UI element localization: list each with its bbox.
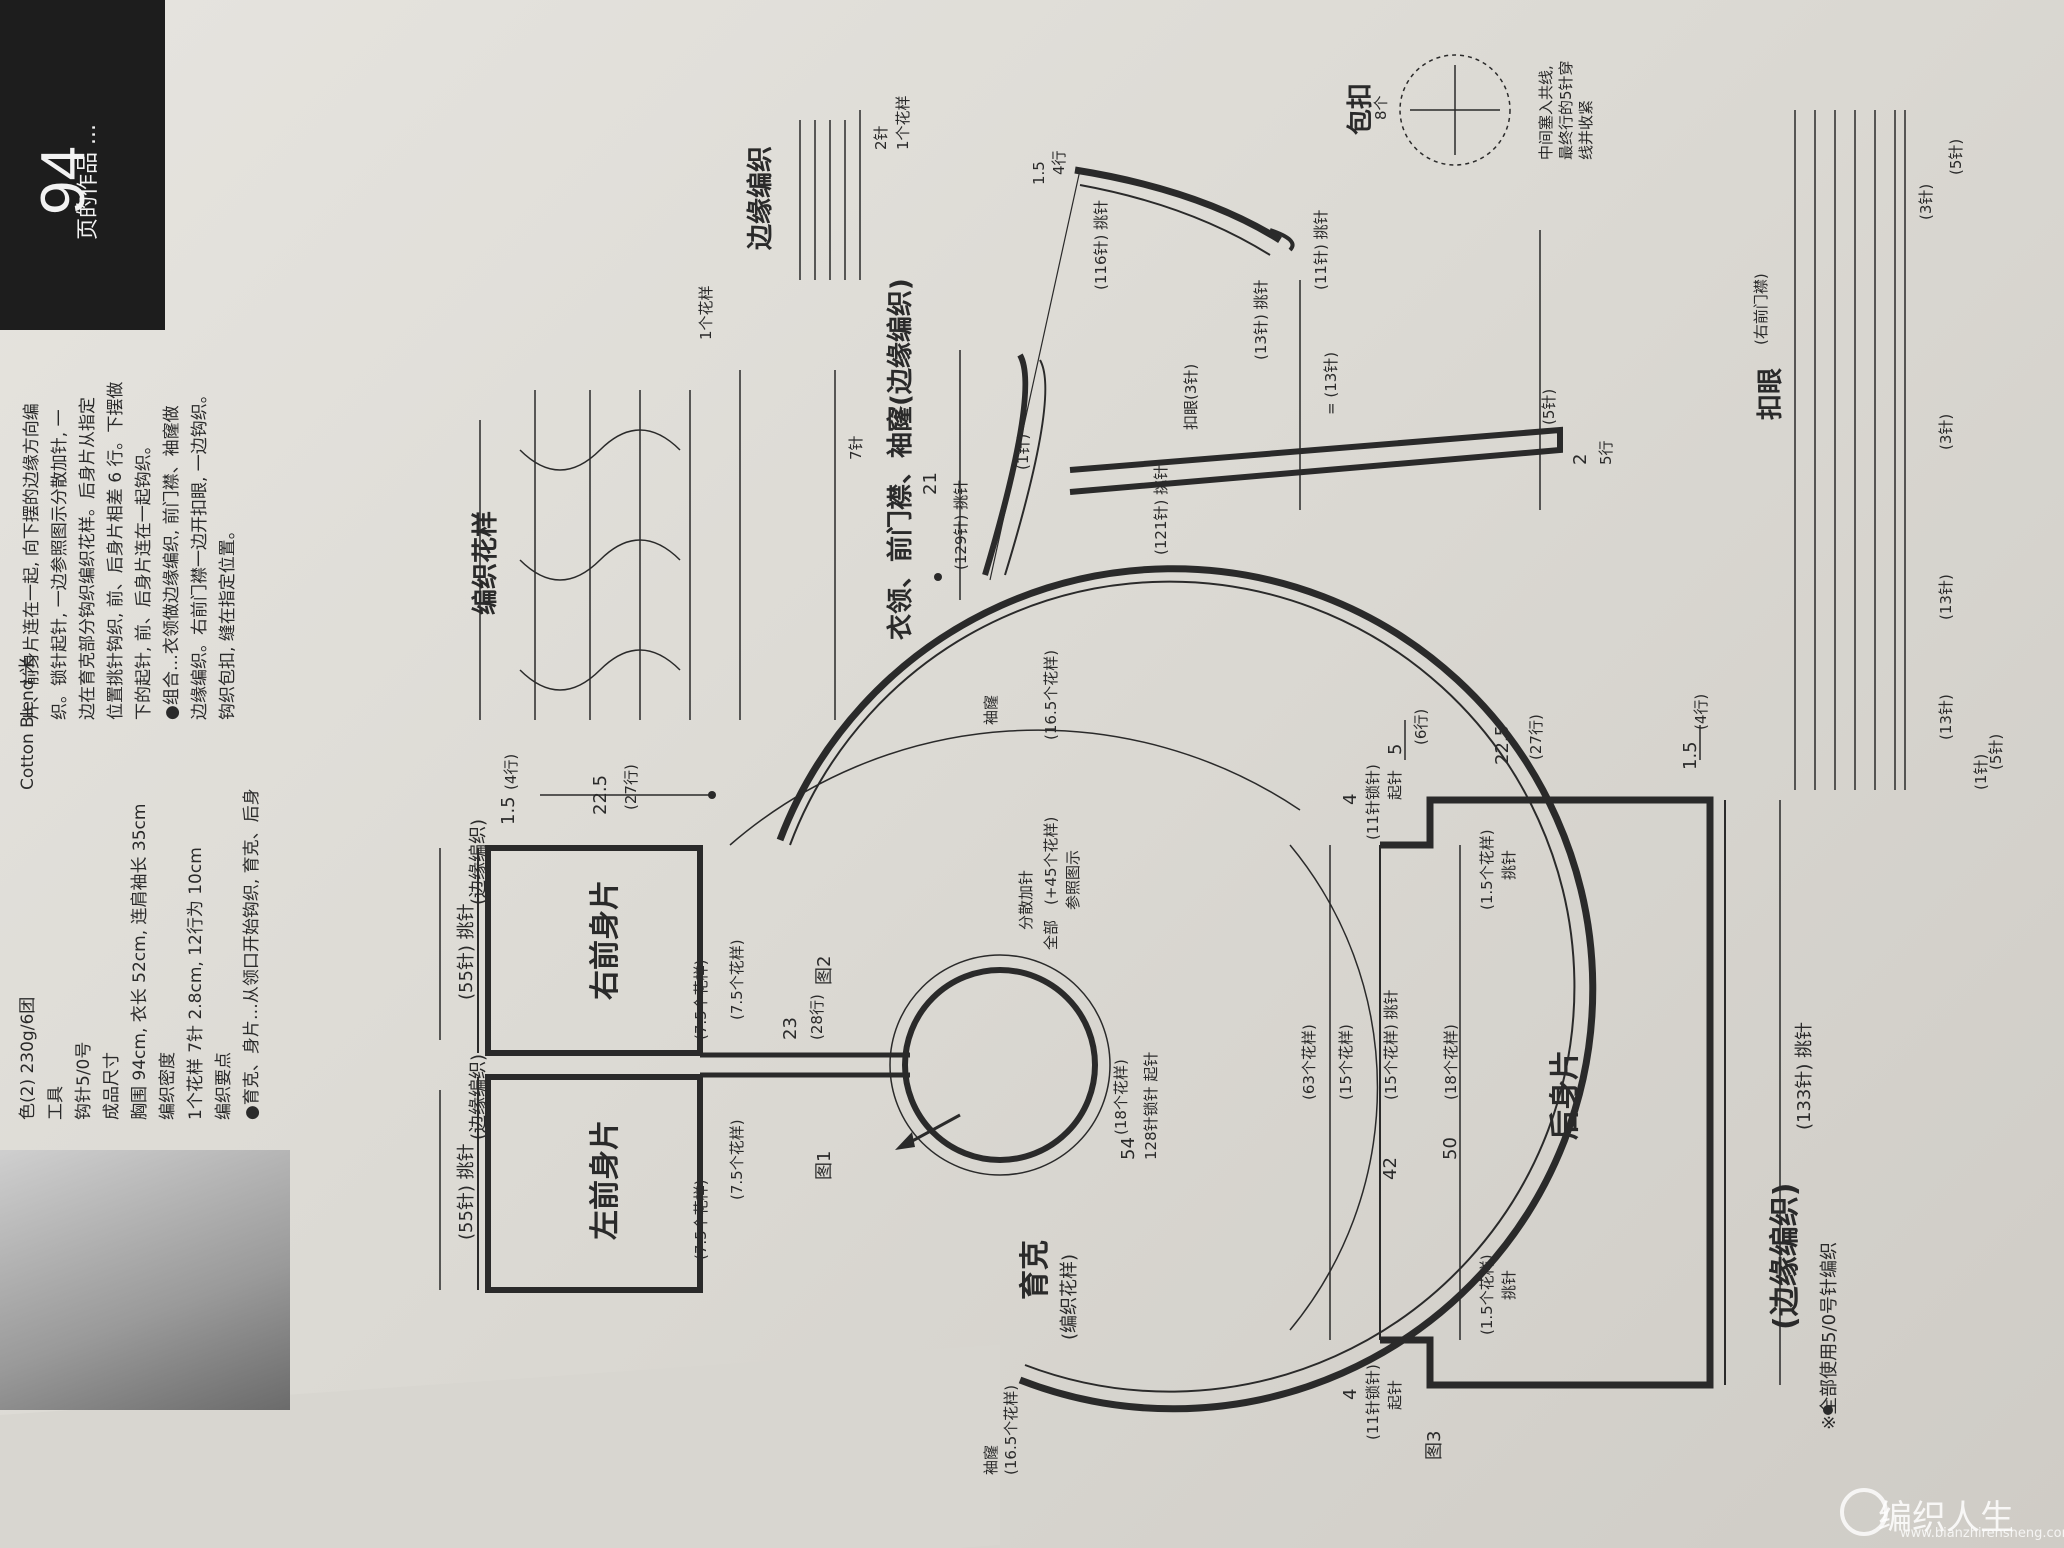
collar-dim-1-5: 1.5 [1030,161,1048,185]
buttonhole-3-upper: (3针) [1917,183,1935,220]
cast-11-top: (11针锁针) [1364,764,1382,840]
collar-pickup-11: (11针) 挑针 [1312,209,1330,290]
right-front-pickup: (55针) 挑针 [456,903,477,1000]
back-top-pickup: 挑针 [1500,849,1518,880]
stitch-chart-pattern: 1个花样 [697,285,715,340]
armhole-bottom-patterns: (16.5个花样) [1002,1384,1020,1475]
buttonhole-3-top: (3针) [1937,413,1955,450]
cast-11-bottom: (11针锁针) [1364,1364,1382,1440]
rows-4-front: (4行) [502,753,520,790]
buttonhole-5-upper: (5针) [1947,138,1965,175]
left-front-title: 左前身片 [588,1120,623,1240]
yoke-title: 育克 [1018,1240,1053,1300]
fig1-label: 图1 [814,1150,835,1180]
stitch-chart-seven: 7针 [847,435,865,460]
rows-4-back: (4行) [1692,693,1710,730]
dim-22-5-front: 22.5 [590,774,611,815]
armhole-top-patterns: (16.5个花样) [1042,649,1060,740]
cast-on-bottom: 起针 [1386,1379,1404,1410]
watermark-url: www.bianzhirensheng.com [1900,1526,2064,1541]
dim-42: 42 [1380,1157,1401,1180]
dim-50: 50 [1440,1137,1461,1160]
pattern-18: (18个花样) [1442,1024,1460,1100]
rows-28: (28行) [808,994,826,1040]
bottom-border-label: (边缘编织) [1768,1182,1803,1330]
collar-pickup-13: (13针) 挑针 [1252,279,1270,360]
right-front-title: 右前身片 [588,880,623,1000]
collar-five: (5针) [1540,388,1558,425]
increase-text: 分散加针 [1017,869,1035,930]
dim-5: 5 [1385,743,1406,755]
armhole-bottom: 袖窿 [982,1444,1000,1475]
pattern-15: (15个花样) [1337,1024,1355,1100]
cast-4-top: 4 [1340,793,1361,805]
yoke-subtitle: (编织花样) [1059,1253,1080,1340]
collar-rows-4: 4行 [1050,150,1068,175]
dim-1-5-back: 1.5 [1680,741,1701,770]
collar-pickup-129: (129针) 挑针 [952,479,970,570]
watermark-logo [1840,1488,1888,1536]
page-header-band [0,0,165,330]
left-front-pattern: (7.5个花样) [692,1179,710,1260]
bottom-border-pickup: (133针) 挑针 [1794,1021,1815,1130]
button-note-1: 中间塞入共线, [1537,65,1555,160]
dim-23: 23 [780,1017,801,1040]
right-front-border: (边缘编织) [468,818,489,905]
collar-rows-5: 5行 [1597,440,1615,465]
edge-chart-title: 边缘编织 [746,145,776,250]
back-top-pickup-pattern: (1.5个花样) [1478,829,1496,910]
collar-dim-21: 21 [920,472,941,495]
pattern-15-pickup: (15个花样) 挑针 [1382,989,1400,1100]
collar-dim-2: 2 [1570,453,1591,465]
buttonhole-title: 扣眼 [1756,367,1786,420]
buttonhole-subtitle: (右前门襟) [1752,273,1770,345]
left-front-pickup: (55针) 挑针 [456,1143,477,1240]
watermark-brand: 编织人生 [1878,1498,2014,1538]
increase-reference: 参照图示 [1064,849,1082,910]
dim-22-5: 22.5 [1492,724,1513,765]
right-front-pattern: (7.5个花样) [692,959,710,1040]
neck-chain: 128针锁针 起针 [1142,1051,1160,1160]
button-note-2: 最终行的5针穿 [1557,60,1575,160]
fig3-label: 图3 [1424,1430,1445,1460]
neck-54: 54 [1118,1137,1139,1160]
buttonhole-13-bottom: (13针) [1937,694,1955,740]
neck-stitches: (18个花样) [1112,1059,1130,1135]
buttonhole-13-top: (13针) [1937,574,1955,620]
collar-title: 衣领、前门襟、袖窿(边缘编织) [886,278,916,640]
edge-chart-pattern: 1个花样 [894,95,912,150]
collar-13: = (13针) [1322,351,1340,415]
collar-buttonhole: 扣眼(3针) [1182,363,1200,430]
rows-27: (27行) [1527,714,1545,760]
button-count: 8个 [1372,95,1390,120]
armhole-top: 袖窿 [982,694,1000,725]
garment-photo [0,1150,290,1410]
cast-4-bottom: 4 [1340,1388,1361,1400]
footnote: ※全部使用5/0号针编织 [1819,1241,1840,1430]
stitch-chart-title: 编织花样 [471,510,501,615]
collar-pickup-116: (116针) 挑针 [1092,199,1110,290]
rows-6: (6行) [1412,708,1430,745]
edge-chart-two: 2针 [872,125,890,150]
fig2-label: 图2 [814,955,835,985]
back-bottom-pickup-pattern: (1.5个花样) [1478,1254,1496,1335]
cast-on-top: 起针 [1386,769,1404,800]
collar-one-stitch: (1针) [1014,433,1032,470]
increase-patterns: (+45个花样) [1042,816,1060,905]
back-title: 后身片 [1548,1050,1583,1140]
yoke-left-pattern: (7.5个花样) [728,1119,746,1200]
buttonhole-1: (1针) [1972,753,1990,790]
back-bottom-pickup: 挑针 [1500,1269,1518,1300]
left-front-border: (边缘编织) [468,1053,489,1140]
pattern-63: (63个花样) [1300,1024,1318,1100]
collar-pickup-121: (121针) 挑针 [1152,464,1170,555]
dim-1-5-front: 1.5 [498,796,519,825]
rows-27-front: (27行) [622,764,640,810]
button-note-3: 线并收紧 [1577,99,1595,160]
yoke-right-pattern: (7.5个花样) [728,939,746,1020]
increase-all: 全部 [1042,919,1060,950]
